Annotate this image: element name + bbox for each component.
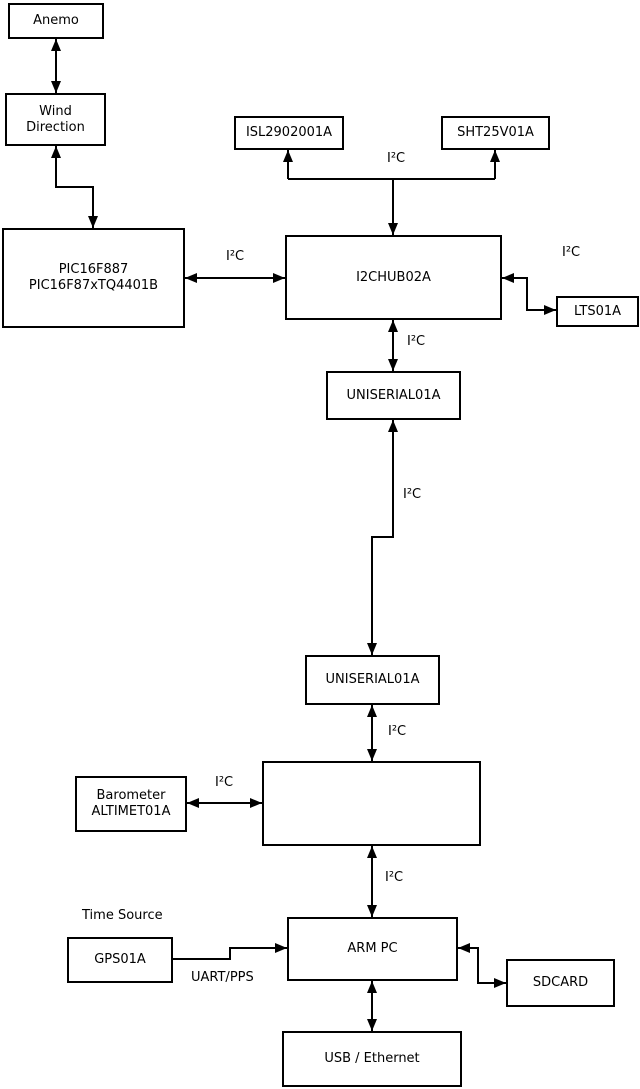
node-label: SDCARD [532, 975, 589, 991]
node-i2chub02a-1: I2CHUB02A [285, 235, 502, 320]
edge-label-i2c-barometer: I²C [215, 775, 234, 790]
edge-label-i2c-lts: I²C [562, 245, 581, 260]
label-time-source: Time Source [82, 908, 163, 923]
node-label: Wind [39, 103, 72, 119]
node-label: USB / Ethernet [324, 1051, 420, 1067]
edge-label-i2c-pic-hub: I²C [226, 249, 245, 264]
node-uniserial01a-2: UNISERIAL01A [305, 655, 440, 705]
node-label: PIC16F87xTQ4401B [28, 278, 159, 293]
node-anemo: Anemo [8, 3, 104, 39]
edge-label-i2c-sensor-branch: I²C [387, 151, 406, 166]
node-arm-pc: ARM PC [287, 917, 458, 981]
node-label: LTS01A [573, 303, 622, 319]
node-label: ISL2902001A [245, 125, 333, 141]
connector-winddirection-pic [51, 146, 98, 228]
node-usb-ethernet: USB / Ethernet [282, 1031, 462, 1087]
node-label: SHT25V01A [457, 125, 534, 141]
node-label: ALTIMET01A [91, 804, 171, 819]
node-isl2902001a: ISL2902001A [234, 116, 344, 150]
connector-gps-armpc [173, 943, 287, 960]
node-label: UNISERIAL01A [346, 387, 441, 403]
connector-i2chub1-lts [502, 273, 556, 315]
node-label: Anemo [33, 13, 79, 29]
node-i2chub02a-2 [262, 761, 481, 846]
node-label: I2CHUB02A [356, 269, 431, 285]
node-barometer-altimet01a: Barometer ALTIMET01A [75, 776, 187, 832]
edge-label-i2c-hub-uniserial: I²C [407, 334, 426, 349]
node-label: GPS01A [94, 952, 146, 968]
node-wind-direction: Wind Direction [5, 93, 106, 146]
node-label: ARM PC [347, 941, 398, 957]
node-label: Barometer [96, 788, 166, 804]
node-label: Direction [26, 119, 85, 135]
label-uart-pps: UART/PPS [191, 970, 254, 985]
node-uniserial01a-1: UNISERIAL01A [326, 371, 461, 420]
edge-label-i2c-uniserial-link: I²C [403, 487, 422, 502]
node-label: UNISERIAL01A [325, 672, 420, 688]
node-lts01a: LTS01A [556, 296, 639, 327]
node-pic16f887: PIC16F887 PIC16F87xTQ4401B [2, 228, 185, 328]
node-label: PIC16F887 [58, 262, 129, 278]
edge-label-i2c-hub2-arm: I²C [385, 870, 404, 885]
connector-armpc-sdcard [458, 943, 506, 988]
node-gps01a: GPS01A [67, 937, 173, 983]
edge-label-i2c-uniserial-hub2: I²C [388, 724, 407, 739]
node-sht25v01a: SHT25V01A [441, 116, 550, 150]
node-sdcard: SDCARD [506, 959, 615, 1007]
connector-uniserial1-uniserial2 [367, 420, 398, 655]
